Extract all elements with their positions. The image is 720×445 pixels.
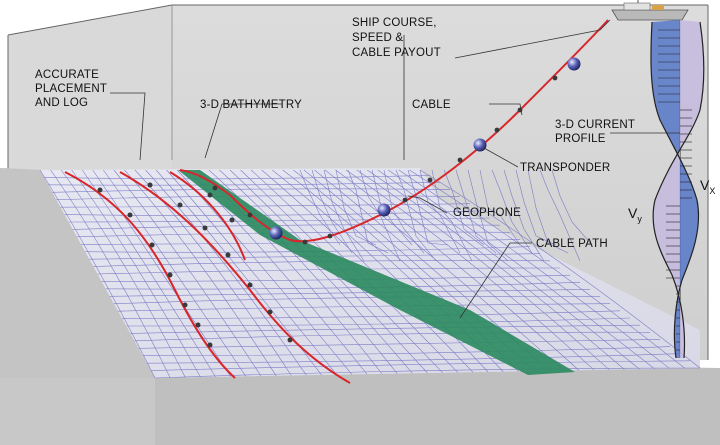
mesh-line [134,169,292,376]
transponder-ball [567,57,581,71]
mesh-line [323,169,365,262]
mesh-line [103,169,247,377]
cable-geophones [212,75,558,245]
mesh-line [145,169,307,376]
mesh-line [64,210,481,216]
mesh-line [124,169,277,376]
seabed-cable-lines [64,171,351,384]
mesh-line [395,169,437,262]
mesh-line [324,169,564,371]
seabed-geophones [97,182,293,348]
mesh-line [76,231,511,238]
mesh-line [113,169,262,377]
mesh-line [72,224,501,230]
mesh-line [467,169,509,262]
mesh-line [515,169,557,246]
mesh-line [479,169,521,246]
mesh-line [551,169,593,246]
mesh-line [419,169,461,254]
mesh-line [359,169,401,262]
mesh-line [105,281,581,290]
mesh-line [48,181,441,186]
cable-path-label: CABLE PATH [536,238,608,250]
mesh-line [367,169,625,370]
mesh-line [130,324,641,334]
geophone-label: GEOPHONE [453,207,521,219]
current-profile-label-line2: PROFILE [555,133,606,145]
mesh-line [60,169,186,378]
mesh-line [503,169,545,262]
mesh-line [409,169,686,369]
mesh-line [398,169,670,369]
transponder-ball [473,138,487,152]
mesh-line [383,169,425,254]
mesh-line [50,169,171,378]
bathymetry-label: 3-D BATHYMETRY [200,99,302,111]
transponders [269,57,581,240]
cable-path-band [178,170,575,375]
ship-icon [611,0,689,21]
mesh-line [356,169,610,370]
vx-label: VX [700,177,715,196]
mesh-line [39,169,156,379]
transponder-ball [377,203,391,217]
mesh-line [455,169,497,254]
mesh-line [166,169,337,375]
mesh-line [335,169,580,371]
mesh-line [52,188,451,193]
diagram-labels: SHIP COURSE, SPEED & CABLE PAYOUT ACCURA… [35,17,715,250]
mesh-line [431,169,473,262]
transponder-label: TRANSPONDER [520,162,610,174]
vy-label: Vy [628,205,642,224]
mesh-line [299,169,341,246]
mesh-line [345,169,595,371]
mesh-line [109,289,591,297]
mesh-line [335,169,377,246]
placement-label-line3: AND LOG [35,97,88,109]
mesh-line [377,169,640,370]
current-profile-label-line1: 3-D CURRENT [555,119,635,131]
mesh-line [419,169,701,369]
current-profile [650,20,705,359]
transponder-ball [269,226,283,240]
placement-label-line1: ACCURATE [35,69,99,81]
mesh-line [407,169,449,246]
mesh-line [154,367,701,379]
ship-label-line2: SPEED & [352,32,403,44]
cable-label: CABLE [412,99,451,111]
mesh-line [443,169,485,246]
ship-label-line1: SHIP COURSE, [352,17,437,29]
suspended-cable [179,19,609,243]
mesh-line [134,331,651,342]
mesh-line [68,217,491,223]
leader-lines [110,19,680,319]
mesh-line [347,169,389,254]
mesh-line [44,174,431,180]
mesh-line [539,169,581,262]
mesh-line [311,169,353,254]
mesh-line [101,274,571,282]
placement-label-line2: PLACEMENT [35,83,107,95]
mesh-line [491,169,533,254]
ship-label-line3: CABLE PAYOUT [352,47,441,59]
mesh-line [527,169,569,254]
